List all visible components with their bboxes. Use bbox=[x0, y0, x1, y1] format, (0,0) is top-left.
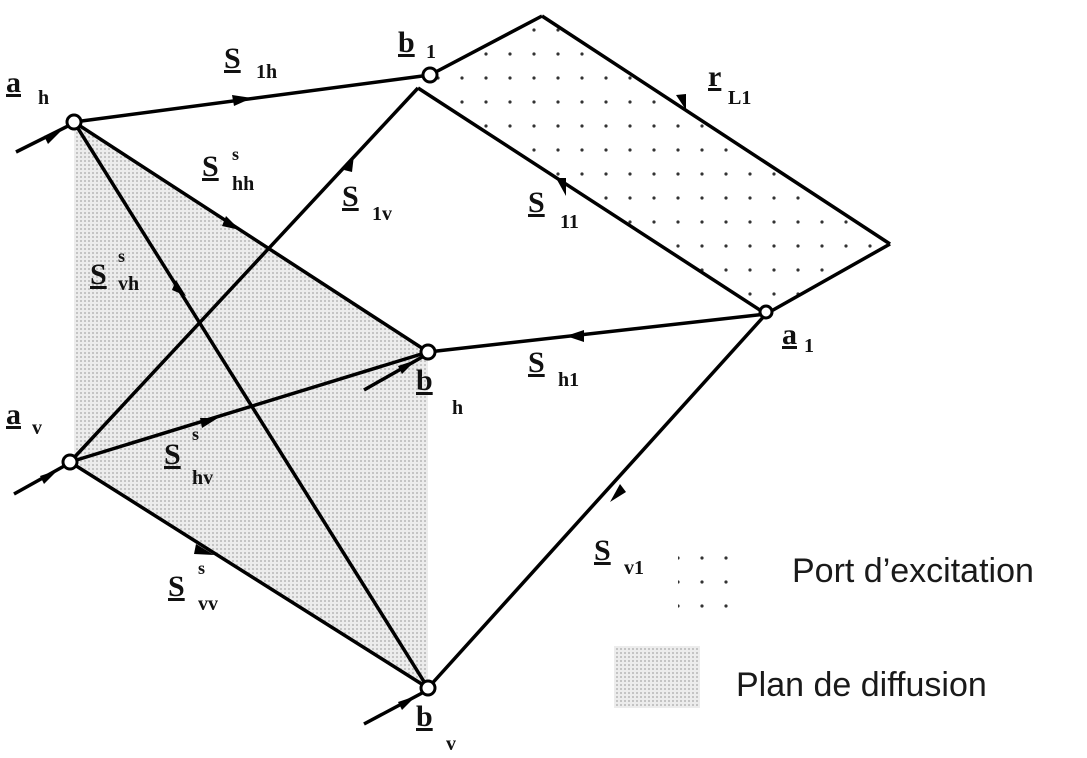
arrow-stub-av bbox=[40, 470, 58, 484]
label-S11: S 11 bbox=[528, 186, 579, 233]
edge-S11 bbox=[417, 86, 767, 316]
arrowheads bbox=[40, 94, 686, 710]
svg-text:h: h bbox=[38, 87, 49, 109]
label-Svv: S s vv bbox=[168, 558, 218, 615]
label-S1h: S 1h bbox=[224, 42, 277, 83]
label-Sh1: S h1 bbox=[528, 346, 579, 391]
svg-text:1v: 1v bbox=[372, 203, 392, 225]
label-Shv: S s hv bbox=[164, 424, 213, 489]
label-av: a v bbox=[6, 398, 42, 439]
svg-text:vh: vh bbox=[118, 273, 139, 295]
legend-swatch-dots bbox=[678, 540, 748, 628]
edge-Sh1 bbox=[427, 312, 767, 354]
legend: Port d’excitation Plan de diffusion bbox=[614, 540, 1034, 708]
svg-text:v: v bbox=[446, 733, 456, 755]
label-ah: a h bbox=[6, 66, 49, 109]
excitation-port bbox=[418, 16, 890, 314]
svg-text:b: b bbox=[416, 700, 433, 733]
svg-text:L1: L1 bbox=[728, 87, 751, 109]
svg-text:S: S bbox=[202, 150, 219, 183]
node-bv bbox=[419, 679, 437, 697]
arrow-Shh bbox=[222, 216, 240, 230]
edge-Svv bbox=[69, 460, 429, 690]
label-bv: b v bbox=[416, 700, 456, 755]
svg-text:b: b bbox=[398, 26, 415, 59]
edge-Sv1 bbox=[426, 312, 768, 690]
arrow-stub-bh bbox=[398, 360, 416, 374]
node-bh bbox=[419, 343, 437, 361]
svg-text:s: s bbox=[192, 424, 199, 444]
svg-text:s: s bbox=[198, 558, 205, 578]
label-Shh: S s hh bbox=[202, 144, 254, 195]
svg-text:hh: hh bbox=[232, 173, 254, 195]
svg-text:S: S bbox=[594, 534, 611, 567]
arrow-S1v bbox=[344, 155, 354, 172]
svg-text:S: S bbox=[90, 258, 107, 291]
arrow-stub-ah bbox=[44, 130, 62, 144]
svg-text:h1: h1 bbox=[558, 369, 579, 391]
legend-item-excitation: Port d’excitation bbox=[678, 540, 1034, 628]
svg-text:hv: hv bbox=[192, 467, 213, 489]
node-b1 bbox=[421, 66, 439, 84]
stub-av bbox=[13, 463, 67, 496]
svg-text:S: S bbox=[224, 42, 241, 75]
legend-swatch-grid bbox=[614, 646, 700, 708]
svg-text:vv: vv bbox=[198, 593, 218, 615]
label-Sv1: S v1 bbox=[594, 534, 644, 579]
arrow-rL1 bbox=[676, 94, 686, 110]
node-ah bbox=[65, 113, 83, 131]
label-a1: a 1 bbox=[782, 318, 814, 357]
label-rL1: r L1 bbox=[708, 60, 751, 109]
label-S1v: S 1v bbox=[342, 180, 392, 225]
svg-text:1h: 1h bbox=[256, 61, 277, 83]
svg-text:a: a bbox=[782, 318, 797, 351]
arrow-S11 bbox=[556, 178, 566, 196]
arrow-Sh1 bbox=[566, 330, 584, 342]
legend-label-diffusion: Plan de diffusion bbox=[736, 666, 987, 704]
svg-text:v: v bbox=[32, 417, 42, 439]
svg-text:s: s bbox=[232, 144, 239, 164]
stub-ah bbox=[15, 123, 71, 154]
svg-text:h: h bbox=[452, 397, 463, 419]
svg-text:S: S bbox=[342, 180, 359, 213]
svg-text:1: 1 bbox=[426, 41, 436, 63]
label-bh: b h bbox=[416, 364, 463, 419]
edge-S1h bbox=[73, 73, 431, 124]
edge-rL1 bbox=[541, 14, 891, 246]
arrow-Sv1 bbox=[610, 484, 626, 502]
svg-text:11: 11 bbox=[560, 211, 579, 233]
svg-text:r: r bbox=[708, 60, 721, 93]
legend-item-diffusion: Plan de diffusion bbox=[614, 646, 987, 708]
arrow-Svv bbox=[194, 544, 214, 555]
svg-text:S: S bbox=[168, 570, 185, 603]
node-av bbox=[61, 453, 79, 471]
svg-text:b: b bbox=[416, 364, 433, 397]
arrow-stub-bv bbox=[398, 696, 416, 710]
edge-port-top bbox=[429, 14, 543, 77]
svg-text:s: s bbox=[118, 246, 125, 266]
arrow-Shv bbox=[200, 418, 218, 428]
edge-port-right bbox=[765, 242, 891, 316]
label-b1: b 1 bbox=[398, 26, 436, 63]
svg-text:S: S bbox=[528, 186, 545, 219]
svg-text:S: S bbox=[164, 438, 181, 471]
legend-label-excitation: Port d’excitation bbox=[792, 552, 1034, 590]
edge-S1v bbox=[68, 86, 420, 464]
arrow-Svh bbox=[172, 280, 186, 296]
svg-text:S: S bbox=[528, 346, 545, 379]
node-a1 bbox=[758, 304, 774, 320]
edge-Shh bbox=[73, 120, 429, 354]
label-Svh: S s vh bbox=[90, 246, 139, 295]
svg-text:v1: v1 bbox=[624, 557, 644, 579]
edge-Shv bbox=[69, 350, 429, 464]
svg-text:1: 1 bbox=[804, 335, 814, 357]
svg-text:a: a bbox=[6, 398, 21, 431]
arrow-S1h bbox=[232, 95, 252, 106]
svg-text:a: a bbox=[6, 66, 21, 99]
